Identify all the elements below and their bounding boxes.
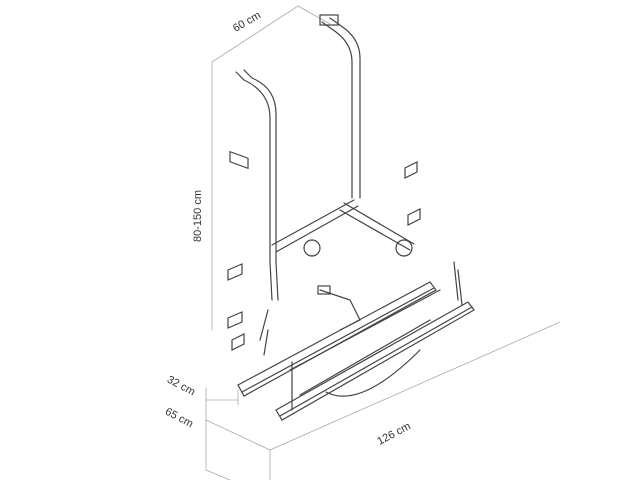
right-upright xyxy=(319,14,361,199)
crossbars xyxy=(259,199,415,356)
height-range-label: 80-150 cm xyxy=(191,190,204,242)
bike-rails xyxy=(237,261,475,421)
detail-clamps xyxy=(227,161,421,351)
left-upright xyxy=(229,69,277,263)
dimension-lines xyxy=(205,5,561,480)
